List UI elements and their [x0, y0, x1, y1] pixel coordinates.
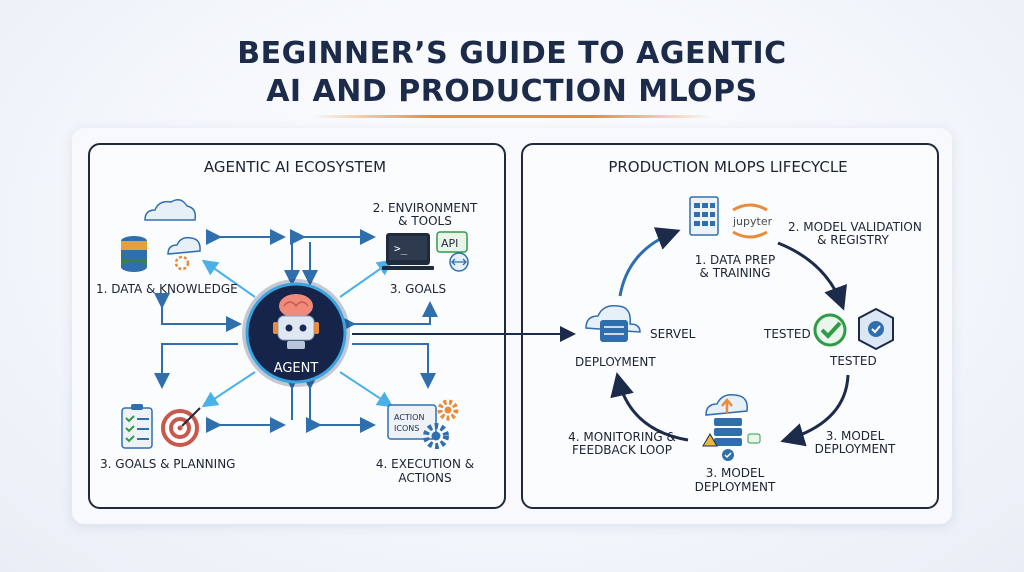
lifecycle-arrows: [610, 227, 850, 447]
agent-glow-rays: [201, 259, 394, 408]
model-validation-label-2: & REGISTRY: [817, 233, 889, 247]
execution-actions-label-1: 4. EXECUTION &: [375, 457, 475, 471]
model-deployment-right-label-2: DEPLOYMENT: [814, 442, 896, 456]
action-icons-label-2: ICONS: [394, 424, 419, 433]
data-knowledge-label: 1. DATA & KNOWLEDGE: [96, 282, 238, 296]
model-validation-label-1: 2. MODEL VALIDATION: [788, 220, 922, 234]
servel-label: SERVEL: [650, 327, 696, 341]
goals-label: 3. GOALS: [389, 282, 447, 296]
deployment-monitor-icon: [702, 393, 761, 461]
deployment-label: DEPLOYMENT: [575, 355, 656, 369]
tested-label-below: TESTED: [830, 354, 877, 368]
model-deployment-bottom-label-2: DEPLOYMENT: [694, 480, 776, 494]
tested-label-left: TESTED: [764, 327, 811, 341]
terminal-api-icon: >_ API: [382, 231, 469, 272]
mlops-panel-title: PRODUCTION MLOPS LIFECYCLE: [608, 158, 848, 176]
data-prep-label-2: & TRAINING: [699, 266, 771, 280]
svg-text:>_: >_: [394, 242, 408, 255]
data-prep-label-1: 1. DATA PREP: [694, 253, 776, 267]
model-deployment-bottom-label-1: 3. MODEL: [705, 466, 765, 480]
page-title-line-2: AI AND PRODUCTION MLOPS: [266, 74, 758, 109]
action-icons-gears-icon: ACTION ICONS: [387, 399, 459, 449]
monitoring-feedback-label-1: 4. MONITORING &: [568, 430, 676, 444]
environment-tools-label-2: & TOOLS: [398, 214, 452, 228]
monitoring-feedback-label-2: FEEDBACK LOOP: [572, 443, 672, 457]
title-underline: [312, 115, 712, 118]
jupyter-label: jupyter: [732, 215, 773, 228]
environment-tools-label-1: 2. ENVIRONMENT: [372, 201, 478, 215]
agentic-ai-panel-title: AGENTIC AI ECOSYSTEM: [203, 158, 387, 176]
page-title-line-1: BEGINNER’S GUIDE TO AGENTIC: [237, 36, 787, 71]
agent-label: AGENT: [273, 361, 319, 376]
execution-actions-label-2: ACTIONS: [398, 471, 452, 485]
database-cloud-icon: [121, 199, 201, 272]
action-icons-label-1: ACTION: [394, 413, 424, 422]
notebook-jupyter-icon: jupyter: [689, 196, 773, 239]
api-badge-label: API: [441, 237, 458, 250]
goals-planning-label: 3. GOALS & PLANNING: [100, 457, 236, 471]
cloud-server-icon: [585, 304, 641, 342]
tested-check-shield-icon: [813, 307, 894, 351]
agent-robot-icon: [242, 279, 350, 387]
agent-connectors: [154, 229, 438, 433]
checklist-target-icon: [121, 404, 201, 449]
model-deployment-right-label-1: 3. MODEL: [825, 429, 885, 443]
